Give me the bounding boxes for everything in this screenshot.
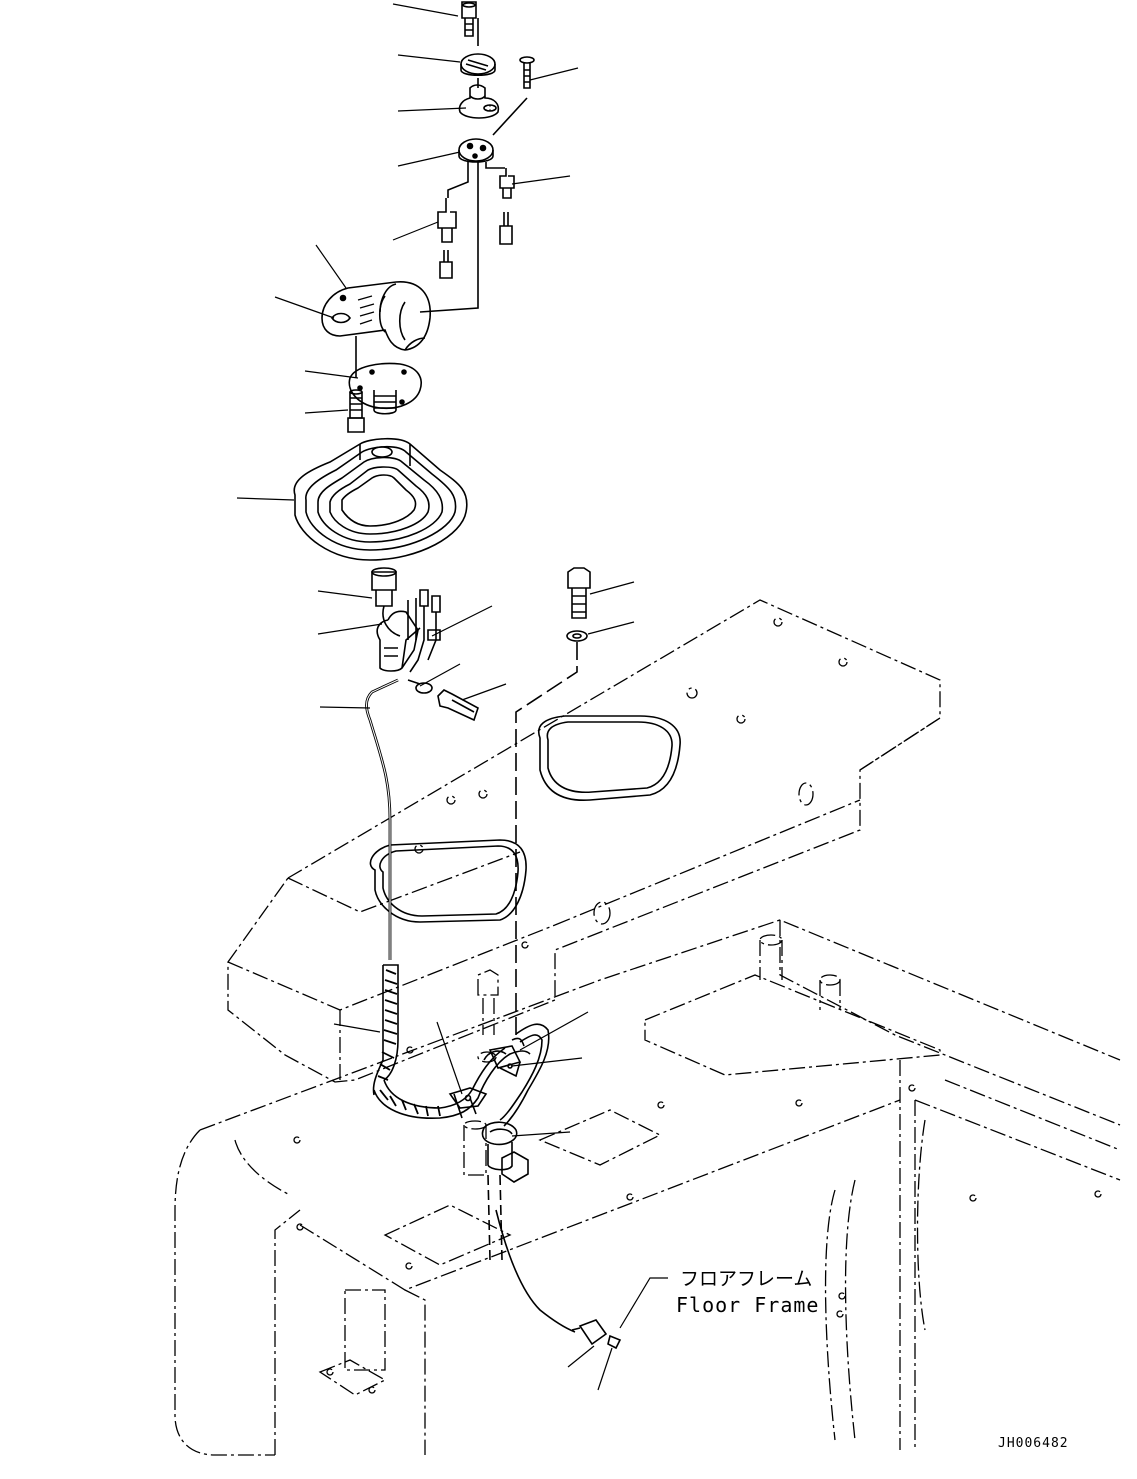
lever-boot [293, 437, 468, 561]
lever-cable [365, 678, 531, 1119]
wire-terminals [409, 589, 441, 673]
floor-frame-label-japanese: フロアフレーム [680, 1268, 812, 1290]
console-seal-rings [369, 715, 681, 923]
knob-screw [519, 56, 535, 89]
right-toggle-switch [499, 168, 515, 245]
lever-switch-assembly [293, 1, 622, 1350]
knob-cap [460, 53, 496, 77]
lever-housing [321, 281, 431, 351]
mounting-plate [348, 336, 422, 415]
side-bolt [407, 679, 479, 722]
switch-plate [458, 138, 494, 163]
leader-lines [236, 3, 668, 1391]
harness-clamp [448, 1023, 622, 1350]
left-toggle-switch [437, 198, 457, 279]
mount-bolt [515, 567, 591, 1040]
top-screw [461, 1, 477, 37]
floor-frame [174, 599, 1121, 1456]
cap-screw [347, 389, 365, 433]
floor-frame-label-english: Floor Frame [676, 1293, 819, 1317]
drawing-code: JH006482 [998, 1436, 1069, 1451]
lever-knob [458, 84, 500, 119]
lever-shaft [371, 567, 421, 672]
